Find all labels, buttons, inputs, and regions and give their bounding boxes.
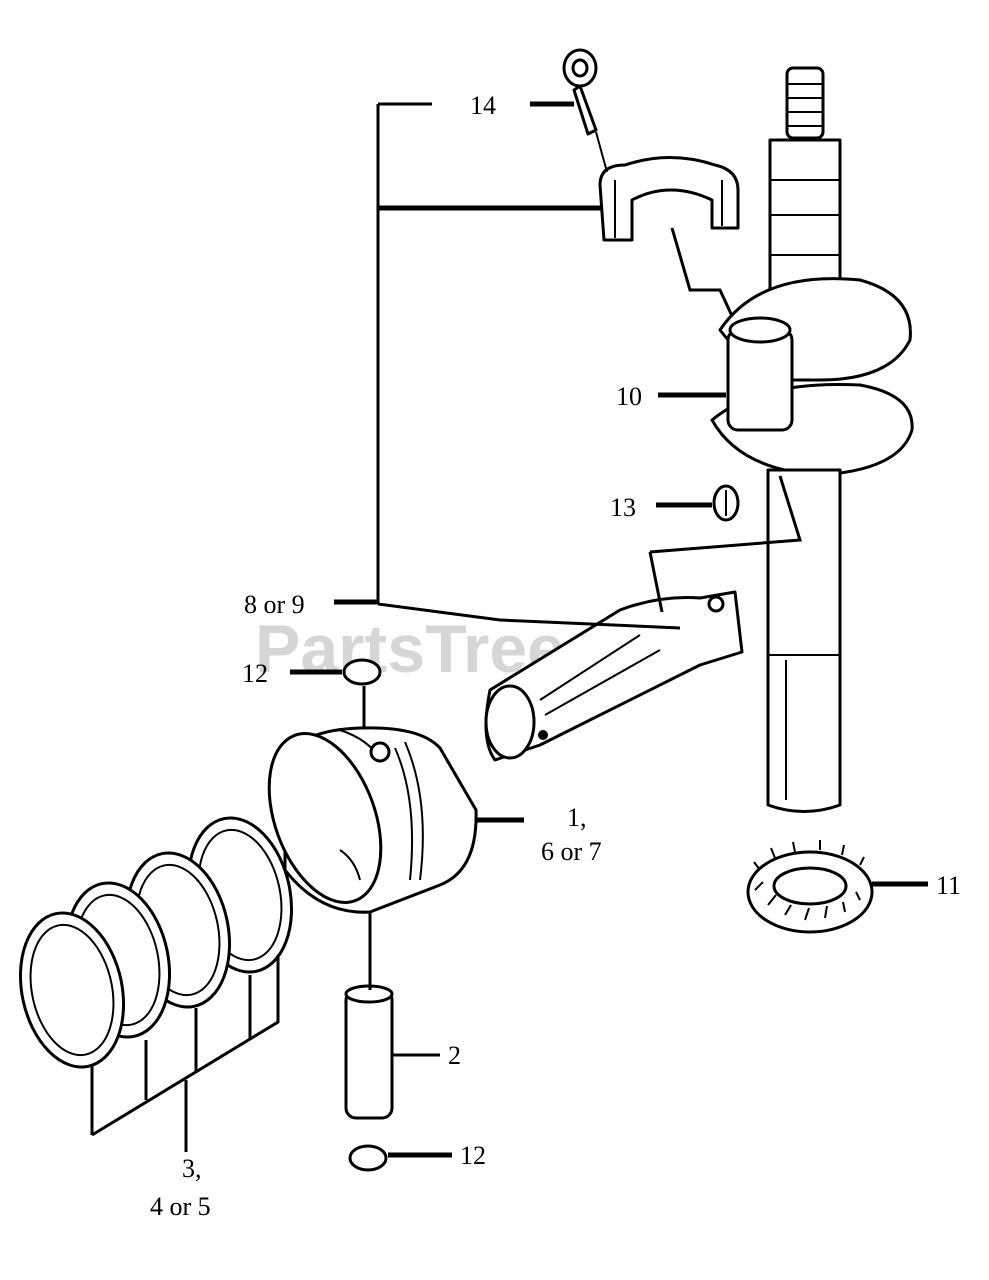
part-labels: 14 10 13 8 or 9 12 1, 6 or 7 11 2 12 3, … (150, 91, 961, 1221)
label-part-3: 3, (182, 1154, 202, 1183)
key-part (712, 484, 740, 522)
timing-gear-part (746, 840, 874, 934)
bolt-part (562, 48, 608, 173)
wrist-pin-part (344, 984, 394, 1120)
leader-lines (90, 101, 928, 1158)
label-part-6-or-7: 6 or 7 (541, 837, 602, 866)
label-part-12-top: 12 (242, 659, 268, 688)
connecting-rod-part (484, 590, 744, 762)
label-part-14: 14 (470, 91, 496, 120)
piston-rings-part (18, 816, 294, 1069)
label-part-13: 13 (610, 493, 636, 522)
circlip-bottom-part (348, 1144, 388, 1172)
circlip-top-part (342, 658, 382, 686)
label-part-8-or-9: 8 or 9 (244, 590, 305, 619)
label-part-2: 2 (448, 1041, 461, 1070)
label-part-11: 11 (936, 871, 961, 900)
label-part-1: 1, (567, 803, 587, 832)
piston-part (267, 726, 478, 914)
crankshaft-part (710, 66, 914, 813)
label-part-12-bottom: 12 (460, 1141, 486, 1170)
label-part-4-or-5: 4 or 5 (150, 1192, 211, 1221)
rod-cap-part (598, 156, 740, 242)
label-part-10: 10 (616, 382, 642, 411)
